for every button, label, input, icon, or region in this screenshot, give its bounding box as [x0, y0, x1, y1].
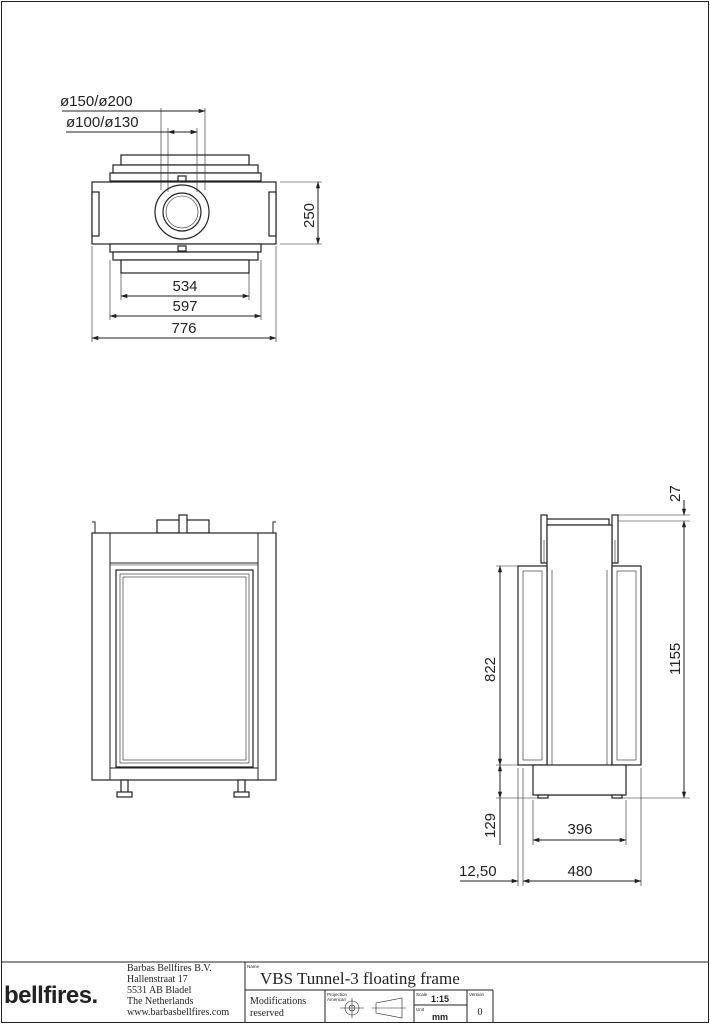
scale-value: 1:15	[431, 994, 449, 1004]
version-value: 0	[478, 1007, 483, 1018]
top-view	[91, 154, 277, 274]
front-view	[91, 514, 277, 798]
product-name: VBS Tunnel-3 floating frame	[260, 969, 460, 988]
dim-top-offset: 27	[667, 485, 684, 502]
side-view-dimensions: 27 1155 822 129 396 480 12,50	[459, 485, 690, 886]
projection-symbol-icon	[340, 997, 406, 1019]
company-postal: 5531 AB Bladel	[127, 985, 192, 996]
name-label: Name	[247, 964, 260, 969]
bellfires-logo: bellfires.	[4, 982, 98, 1009]
dim-depth: 250	[301, 203, 318, 228]
modifications-line2: reserved	[250, 1008, 284, 1019]
dim-outer-depth: 480	[567, 863, 592, 880]
modifications-line1: Modifications	[250, 996, 306, 1007]
projection-label: Projection	[327, 992, 348, 997]
flue-inner-circle	[162, 192, 202, 232]
dim-total-height: 1155	[667, 643, 684, 675]
title-block: bellfires. Barbas Bellfires B.V. Hallens…	[1, 961, 709, 1022]
company-name: Barbas Bellfires B.V.	[127, 963, 212, 974]
projection-sub: American	[327, 997, 347, 1002]
unit-value: mm	[432, 1012, 448, 1022]
dim-width-inner: 534	[172, 278, 197, 295]
front-view-glass	[115, 569, 254, 768]
side-view	[517, 514, 642, 799]
dim-width-outer: 776	[171, 320, 196, 337]
top-view-dimensions: ø150/ø200 ø100/ø130 250 534 597 776	[60, 93, 322, 342]
dim-dia-inner: ø100/ø130	[66, 114, 139, 131]
company-website: www.barbasbellfires.com	[127, 1007, 229, 1018]
dim-dia-outer: ø150/ø200	[60, 93, 133, 110]
dim-frame-offset: 12,50	[459, 863, 497, 880]
company-country: The Netherlands	[127, 996, 193, 1007]
dim-width-mid: 597	[172, 298, 197, 315]
side-view-body	[546, 524, 613, 796]
dim-glass-height: 822	[482, 657, 499, 682]
company-street: Hallenstraat 17	[127, 974, 188, 985]
unit-label: Unit	[416, 1007, 425, 1012]
version-label: Version	[469, 992, 485, 997]
dim-inner-depth: 396	[567, 821, 592, 838]
dim-base-height: 129	[482, 813, 499, 838]
scale-label: Scale	[416, 992, 428, 997]
